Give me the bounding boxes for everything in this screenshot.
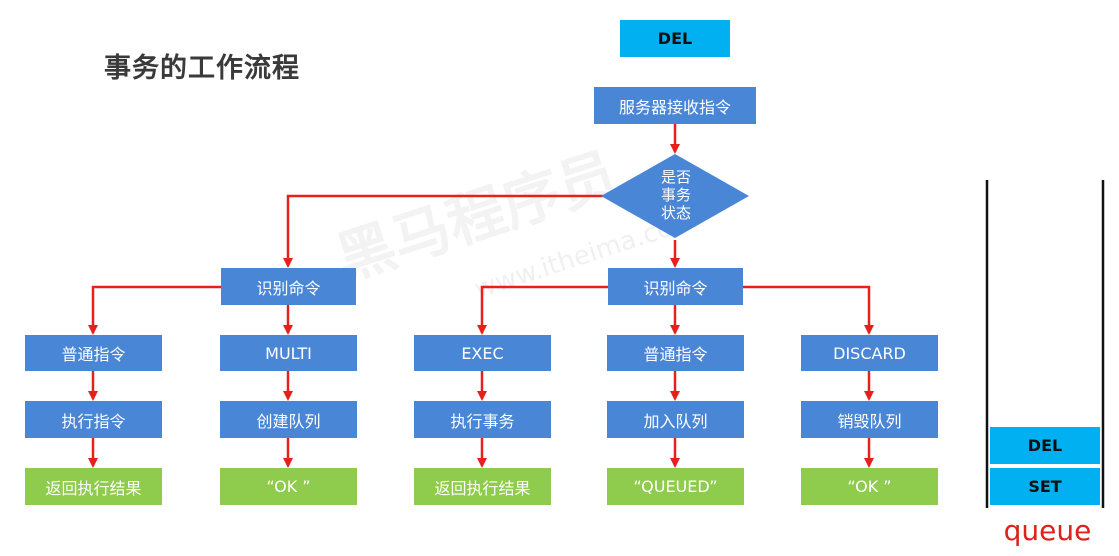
page-title: 事务的工作流程 [104, 53, 300, 84]
col5-command-box: DISCARD [801, 335, 938, 371]
queue-item-set: SET [990, 468, 1100, 505]
col4-action-box: 加入队列 [607, 401, 744, 438]
col3-action-box: 执行事务 [414, 401, 551, 438]
decision-line-1: 是否 [660, 168, 691, 186]
decision-line-3: 状态 [660, 204, 691, 222]
incoming-command-box: DEL [620, 20, 730, 57]
decision-label: 是否 事务 状态 [631, 162, 721, 228]
right-identify-box: 识别命令 [608, 268, 743, 305]
receive-command-box: 服务器接收指令 [594, 87, 756, 124]
col3-result-box: 返回执行结果 [414, 468, 551, 505]
decision-diamond [601, 154, 749, 238]
col1-result-box: 返回执行结果 [25, 468, 162, 505]
col3-command-box: EXEC [414, 335, 551, 371]
col2-action-box: 创建队列 [220, 401, 357, 438]
queue-label: queue [1003, 514, 1092, 547]
queue-item-del: DEL [990, 427, 1100, 464]
arrow-right-identify-to-exec [477, 285, 608, 335]
col4-command-box: 普通指令 [607, 335, 744, 371]
col1-command-box: 普通指令 [25, 335, 162, 371]
arrow-decision-to-left-identify [283, 194, 603, 268]
col5-action-box: 销毁队列 [801, 401, 938, 438]
arrow-right-identify-to-discard [743, 285, 874, 335]
col2-result-box: “OK ” [220, 468, 357, 505]
col4-result-box: “QUEUED” [607, 468, 744, 505]
col2-command-box: MULTI [220, 335, 357, 371]
decision-line-2: 事务 [660, 186, 691, 204]
col5-result-box: “OK ” [801, 468, 938, 505]
col1-action-box: 执行指令 [25, 401, 162, 438]
arrow-left-identify-to-normal [88, 285, 221, 335]
left-identify-box: 识别命令 [221, 268, 356, 305]
